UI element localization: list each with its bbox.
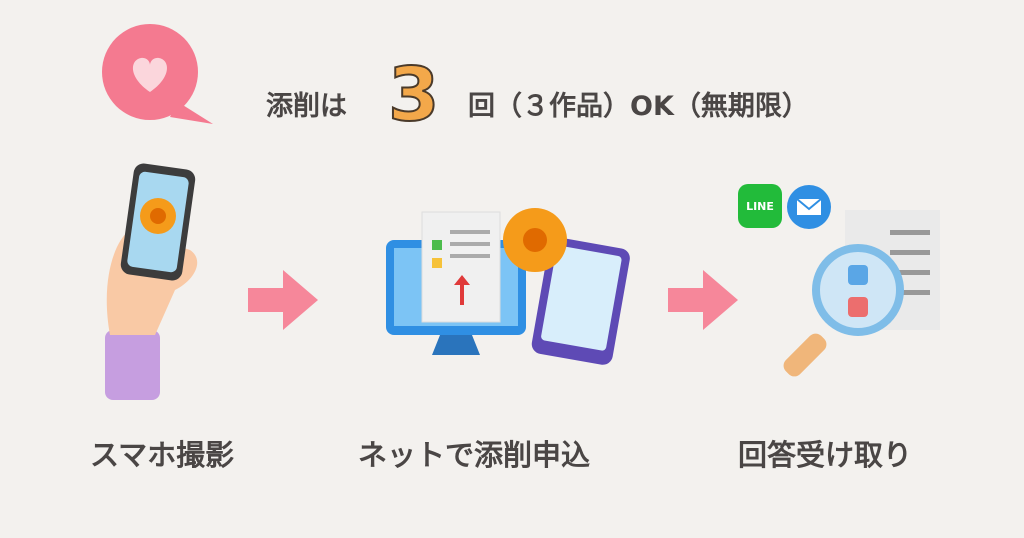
step-1-label: スマホ撮影 bbox=[90, 438, 235, 472]
online-application-icon bbox=[386, 208, 630, 365]
headline-count: 3 bbox=[387, 51, 440, 139]
line-app-icon: LINE bbox=[738, 184, 782, 228]
review-result-magnifier-icon bbox=[783, 210, 940, 377]
mail-icon bbox=[787, 185, 831, 229]
step-2-label: ネットで添削申込 bbox=[358, 438, 591, 472]
line-icon-text: LINE bbox=[746, 199, 774, 213]
headline-suffix: 回（３作品）OK（無期限） bbox=[468, 91, 809, 122]
arrow-right-icon bbox=[248, 270, 318, 330]
heart-speech-bubble-icon bbox=[102, 24, 213, 124]
arrow-right-icon bbox=[668, 270, 738, 330]
headline-prefix: 添削は bbox=[266, 91, 347, 122]
smartphone-photo-icon bbox=[105, 163, 198, 400]
step-3-label: 回答受け取り bbox=[738, 438, 913, 472]
